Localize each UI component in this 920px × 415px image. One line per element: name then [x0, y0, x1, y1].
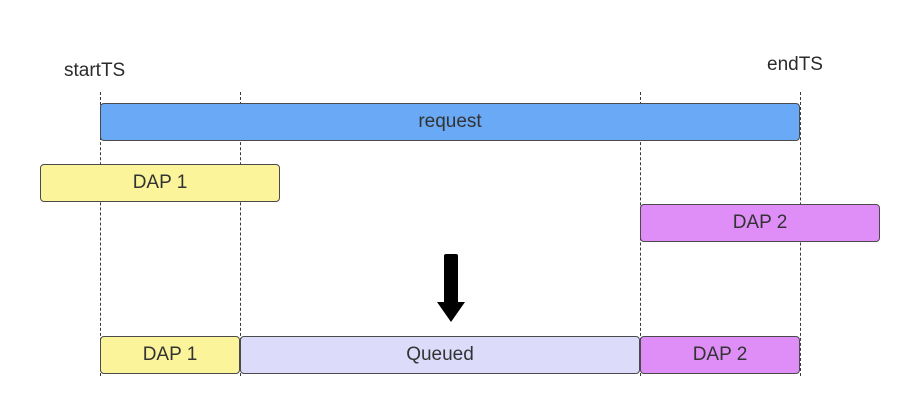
- down-arrow-icon: [437, 254, 465, 322]
- result-dap2-bar: DAP 2: [640, 336, 800, 374]
- guide-line-start: [100, 92, 101, 376]
- start-ts-label: startTS: [64, 60, 126, 81]
- result-dap1-bar: DAP 1: [100, 336, 240, 374]
- request-bar: request: [100, 103, 800, 141]
- dap1-bar: DAP 1: [40, 164, 280, 202]
- result-queued-bar: Queued: [240, 336, 640, 374]
- guide-line-dap1-end: [240, 92, 241, 376]
- end-ts-label: endTS: [767, 54, 823, 75]
- dap2-bar: DAP 2: [640, 204, 880, 242]
